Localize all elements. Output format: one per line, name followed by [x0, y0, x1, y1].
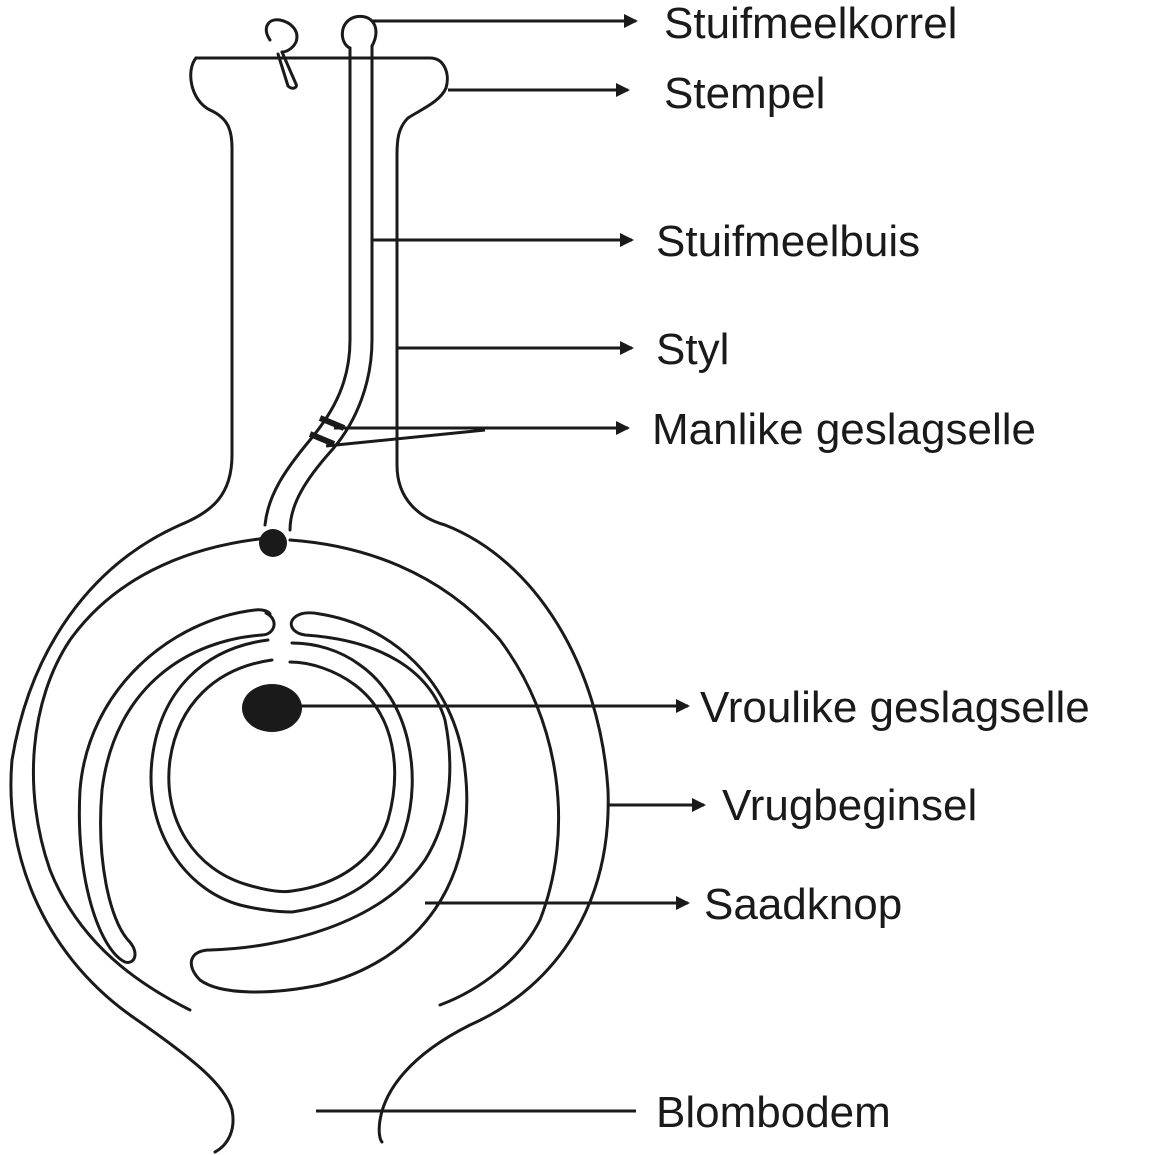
pointer-male-gamete-2 [325, 428, 486, 448]
male-gamete-bar-1 [318, 415, 346, 431]
pollen-tube-tip [259, 529, 287, 557]
ovule-outer-integument [77, 608, 276, 964]
label-female-gamete: Vroulike geslagselle [700, 683, 1090, 732]
pollen-grain-germinating [340, 14, 378, 50]
pistil-outline-right [377, 86, 610, 1144]
pistil-outline-left [9, 56, 235, 1154]
stigma-top [194, 56, 449, 90]
female-gamete [242, 684, 302, 732]
label-pollen-grain: Stuifmeelkorrel [664, 0, 958, 48]
label-male-gamete: Manlike geslagselle [652, 405, 1036, 454]
ovary-inner-wall [31, 536, 561, 1012]
male-gamete-bar-2 [308, 431, 336, 447]
ovule-outer-integument-right [189, 611, 469, 994]
pollen-grain-left [264, 18, 299, 90]
ovule-nucellus [167, 658, 397, 894]
label-ovule: Saadknop [704, 880, 903, 929]
label-stigma: Stempel [664, 69, 826, 118]
label-ovary: Vrugbeginsel [722, 781, 978, 830]
label-pollen-tube: Stuifmeelbuis [656, 217, 921, 266]
label-receptacle: Blombodem [656, 1088, 891, 1137]
label-style: Styl [656, 325, 730, 374]
pollen-tube-wall-left [263, 46, 352, 527]
ovule-inner-integument [149, 638, 414, 914]
pollen-tube-wall-right [288, 44, 374, 532]
